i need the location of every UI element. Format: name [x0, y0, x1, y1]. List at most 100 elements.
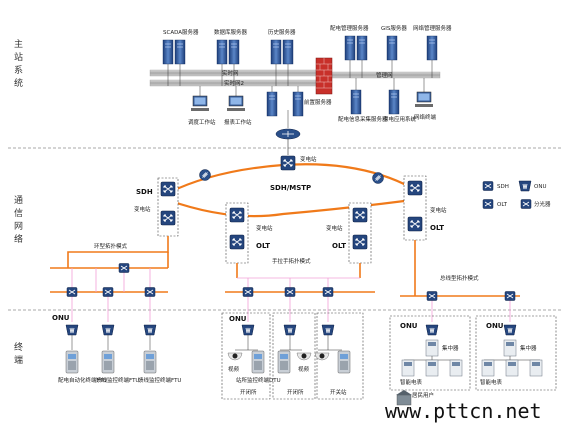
label-site-1: 开闭所 [240, 388, 257, 396]
ftu-device-icon [101, 350, 115, 374]
label-camera-2: 视频 [298, 365, 310, 373]
net-mgmt-server-icon [426, 35, 438, 61]
optical-link-icon [372, 172, 384, 184]
label-ftu-2: 馈线监控终端FTU [96, 376, 139, 384]
bus-splitter-icon [504, 291, 516, 301]
label-sdh-mstp: SDH/MSTP [270, 184, 311, 192]
hand-splitter-icon [284, 287, 296, 297]
ring-splitter-icon [102, 287, 114, 297]
smart-meter-icon [449, 359, 463, 377]
onu-icon [283, 324, 297, 336]
label-bus-topo: 总线型拓扑模式 [440, 274, 479, 282]
frontend-server-icon [266, 91, 278, 117]
database-server-icon [216, 39, 228, 65]
label-database-server: 数据库服务器 [214, 28, 248, 36]
svg-text:统: 统 [14, 77, 23, 89]
label-right-olt: OLT [430, 224, 444, 232]
hand-splitter-icon [242, 287, 254, 297]
label-comm-collect: 配电信息采集服务器 [338, 115, 388, 123]
onu-icon [143, 324, 157, 336]
label-mid-left-olt: OLT [256, 242, 270, 250]
label-meter: 智能电表 [400, 378, 423, 386]
label-history-server: 历史服务器 [268, 28, 296, 36]
legend-sdh: SDH [497, 184, 509, 190]
history-server-icon [282, 39, 294, 65]
section-label-network: 通 信 网 络 [14, 195, 23, 245]
label-right-substation: 变电站 [430, 206, 447, 214]
dispatch-workstation-icon [190, 95, 210, 112]
ftu-device-icon [143, 350, 157, 374]
label-concentrator-2: 集中器 [520, 344, 537, 352]
smart-meter-icon [425, 359, 439, 377]
watermark: www.pttcn.net [385, 399, 542, 423]
dist-mgmt-server-icon [356, 35, 368, 61]
optical-link-icon [199, 169, 211, 181]
svg-text:通: 通 [14, 195, 23, 206]
router-icon [275, 128, 301, 140]
smart-meter-icon [401, 359, 415, 377]
bus-splitter-icon [426, 291, 438, 301]
onu-icon [321, 324, 335, 336]
dtu-device-icon [277, 350, 291, 374]
svg-text:终: 终 [14, 341, 23, 353]
camera-icon [227, 352, 243, 361]
svg-text:端: 端 [14, 354, 23, 366]
label-user-group: 居民用户 [412, 391, 434, 399]
hand-splitter-icon [322, 287, 334, 297]
label-report-ws: 报表工作站 [224, 118, 252, 126]
onu-icon [503, 324, 517, 336]
label-scada-server: SCADA服务器 [163, 28, 199, 36]
left-substation-rack [157, 177, 179, 237]
label-mid-right-substation: 变电站 [326, 224, 343, 232]
concentrator-icon [425, 339, 439, 357]
smart-meter-icon [505, 359, 519, 377]
legend-splitter: 分光器 [534, 200, 551, 208]
history-server-icon [270, 39, 282, 65]
label-mid-left-substation: 变电站 [256, 224, 273, 232]
label-concentrator-1: 集中器 [442, 344, 459, 352]
legend-onu: ONU [534, 184, 546, 190]
label-right-onu-2: ONU [486, 322, 504, 330]
onu-icon [65, 324, 79, 336]
sdh-ring-bottom [167, 198, 413, 218]
scada-server-icon [174, 39, 186, 65]
core-sdh-switch-icon [280, 155, 296, 171]
label-ext-app: 供电应用系统 [383, 115, 417, 123]
net-terminal-icon [414, 91, 434, 108]
ftu-device-icon [65, 350, 79, 374]
section-label-terminal: 终 端 [14, 341, 23, 366]
label-ftu-1: 配电自动化终端FTU [58, 376, 107, 384]
dtu-device-icon [337, 350, 351, 374]
label-left-substation: 变电站 [134, 205, 151, 213]
label-dtu: 站所监控终端DTU [236, 376, 281, 384]
label-dist-mgmt-server: 配电管理服务器 [330, 24, 369, 32]
label-site-2: 开闭所 [287, 388, 304, 396]
svg-text:系: 系 [14, 65, 23, 76]
user-group-boxes [389, 315, 557, 391]
ring-splitter-icon [144, 287, 156, 297]
svg-text:信: 信 [14, 207, 23, 219]
label-net-mgmt-server: 网络管理服务器 [413, 24, 452, 32]
legend-olt: OLT [497, 202, 508, 208]
database-server-icon [228, 39, 240, 65]
svg-text:网: 网 [14, 221, 23, 232]
legend: SDH ONU OLT 分光器 [482, 180, 551, 209]
svg-text:站: 站 [14, 51, 23, 63]
smart-meter-icon [481, 359, 495, 377]
ring-splitter-icon [118, 263, 130, 273]
label-right-onu-1: ONU [400, 322, 418, 330]
label-net-term: 网络终端 [414, 113, 437, 121]
label-dispatch-ws: 调度工作站 [188, 118, 216, 126]
scada-server-icon [162, 39, 174, 65]
firewall-icon [315, 57, 333, 95]
concentrator-icon [503, 339, 517, 357]
label-gis-server: GIS服务器 [381, 24, 407, 32]
label-mgmt-bus: 管理网 [376, 71, 393, 79]
label-mid-onu: ONU [229, 315, 247, 323]
report-workstation-icon [226, 95, 246, 112]
frontend-server-icon [292, 91, 304, 117]
ring-splitter-icon [66, 287, 78, 297]
label-left-onu: ONU [52, 314, 70, 322]
label-ftu-3: 馈线监控终端FTU [138, 376, 181, 384]
